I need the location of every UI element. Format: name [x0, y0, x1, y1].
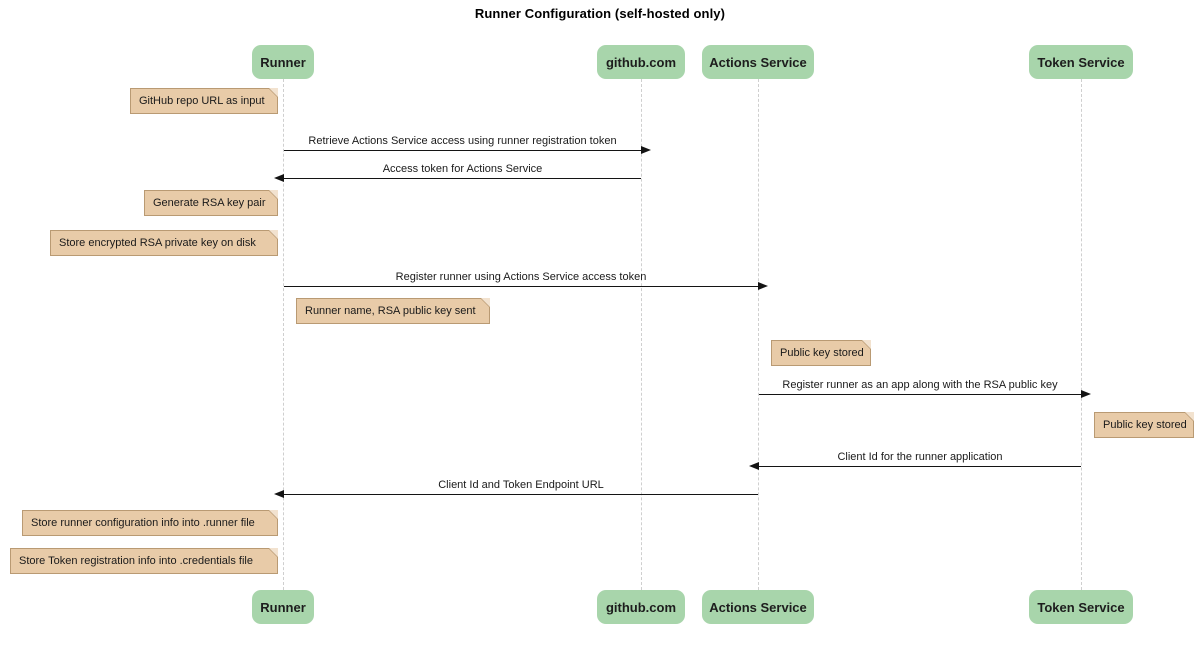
participant-runner-top[interactable]: Runner: [252, 45, 314, 79]
note-store-runner: Store runner configuration info into .ru…: [22, 510, 278, 536]
msg-register-runner: [284, 282, 768, 290]
participant-github-bottom[interactable]: github.com: [597, 590, 685, 624]
msg-client-id-endpoint-label: Client Id and Token Endpoint URL: [438, 479, 604, 491]
note-text: Store Token registration info into .cred…: [19, 555, 253, 567]
msg-client-id: [749, 462, 1081, 470]
participant-label: github.com: [605, 54, 677, 70]
arrowhead-left-icon: [274, 490, 284, 498]
arrowhead-right-icon: [1081, 390, 1091, 398]
note-runner-name: Runner name, RSA public key sent: [296, 298, 490, 324]
note-text: Runner name, RSA public key sent: [305, 305, 476, 317]
page-title: Runner Configuration (self-hosted only): [474, 6, 726, 21]
note-text: Public key stored: [780, 347, 864, 359]
note-generate-rsa: Generate RSA key pair: [144, 190, 278, 216]
msg-retrieve-access: [284, 146, 651, 154]
note-store-private: Store encrypted RSA private key on disk: [50, 230, 278, 256]
participant-label: Actions Service: [709, 599, 807, 615]
note-text: Public key stored: [1103, 419, 1187, 431]
note-repo-url: GitHub repo URL as input: [130, 88, 278, 114]
msg-client-id-label: Client Id for the runner application: [837, 451, 1003, 463]
arrowhead-right-icon: [641, 146, 651, 154]
lifeline-actions: [758, 79, 759, 590]
note-text: Generate RSA key pair: [153, 197, 266, 209]
msg-register-runner-label: Register runner using Actions Service ac…: [395, 271, 647, 283]
participant-token-bottom[interactable]: Token Service: [1029, 590, 1133, 624]
participant-label: Token Service: [1037, 54, 1125, 70]
lifeline-runner: [283, 79, 284, 590]
msg-register-app-label: Register runner as an app along with the…: [782, 379, 1058, 391]
participant-runner-bottom[interactable]: Runner: [252, 590, 314, 624]
participant-actions-bottom[interactable]: Actions Service: [702, 590, 814, 624]
note-text: Store encrypted RSA private key on disk: [59, 237, 256, 249]
msg-retrieve-access-label: Retrieve Actions Service access using ru…: [308, 135, 617, 147]
participant-token-top[interactable]: Token Service: [1029, 45, 1133, 79]
participant-label: Actions Service: [709, 54, 807, 70]
msg-client-id-endpoint: [274, 490, 758, 498]
msg-register-app: [759, 390, 1091, 398]
note-store-creds: Store Token registration info into .cred…: [10, 548, 278, 574]
arrowhead-right-icon: [758, 282, 768, 290]
lifeline-github: [641, 79, 642, 590]
note-text: GitHub repo URL as input: [139, 95, 265, 107]
note-pubkey-token: Public key stored: [1094, 412, 1194, 438]
participant-label: Token Service: [1037, 599, 1125, 615]
participant-actions-top[interactable]: Actions Service: [702, 45, 814, 79]
lifeline-token: [1081, 79, 1082, 590]
msg-access-token-label: Access token for Actions Service: [382, 163, 543, 175]
arrowhead-left-icon: [274, 174, 284, 182]
participant-label: Runner: [260, 54, 306, 70]
participant-label: github.com: [605, 599, 677, 615]
msg-access-token: [274, 174, 641, 182]
participant-github-top[interactable]: github.com: [597, 45, 685, 79]
arrowhead-left-icon: [749, 462, 759, 470]
participant-label: Runner: [260, 599, 306, 615]
note-pubkey-actions: Public key stored: [771, 340, 871, 366]
note-text: Store runner configuration info into .ru…: [31, 517, 255, 529]
